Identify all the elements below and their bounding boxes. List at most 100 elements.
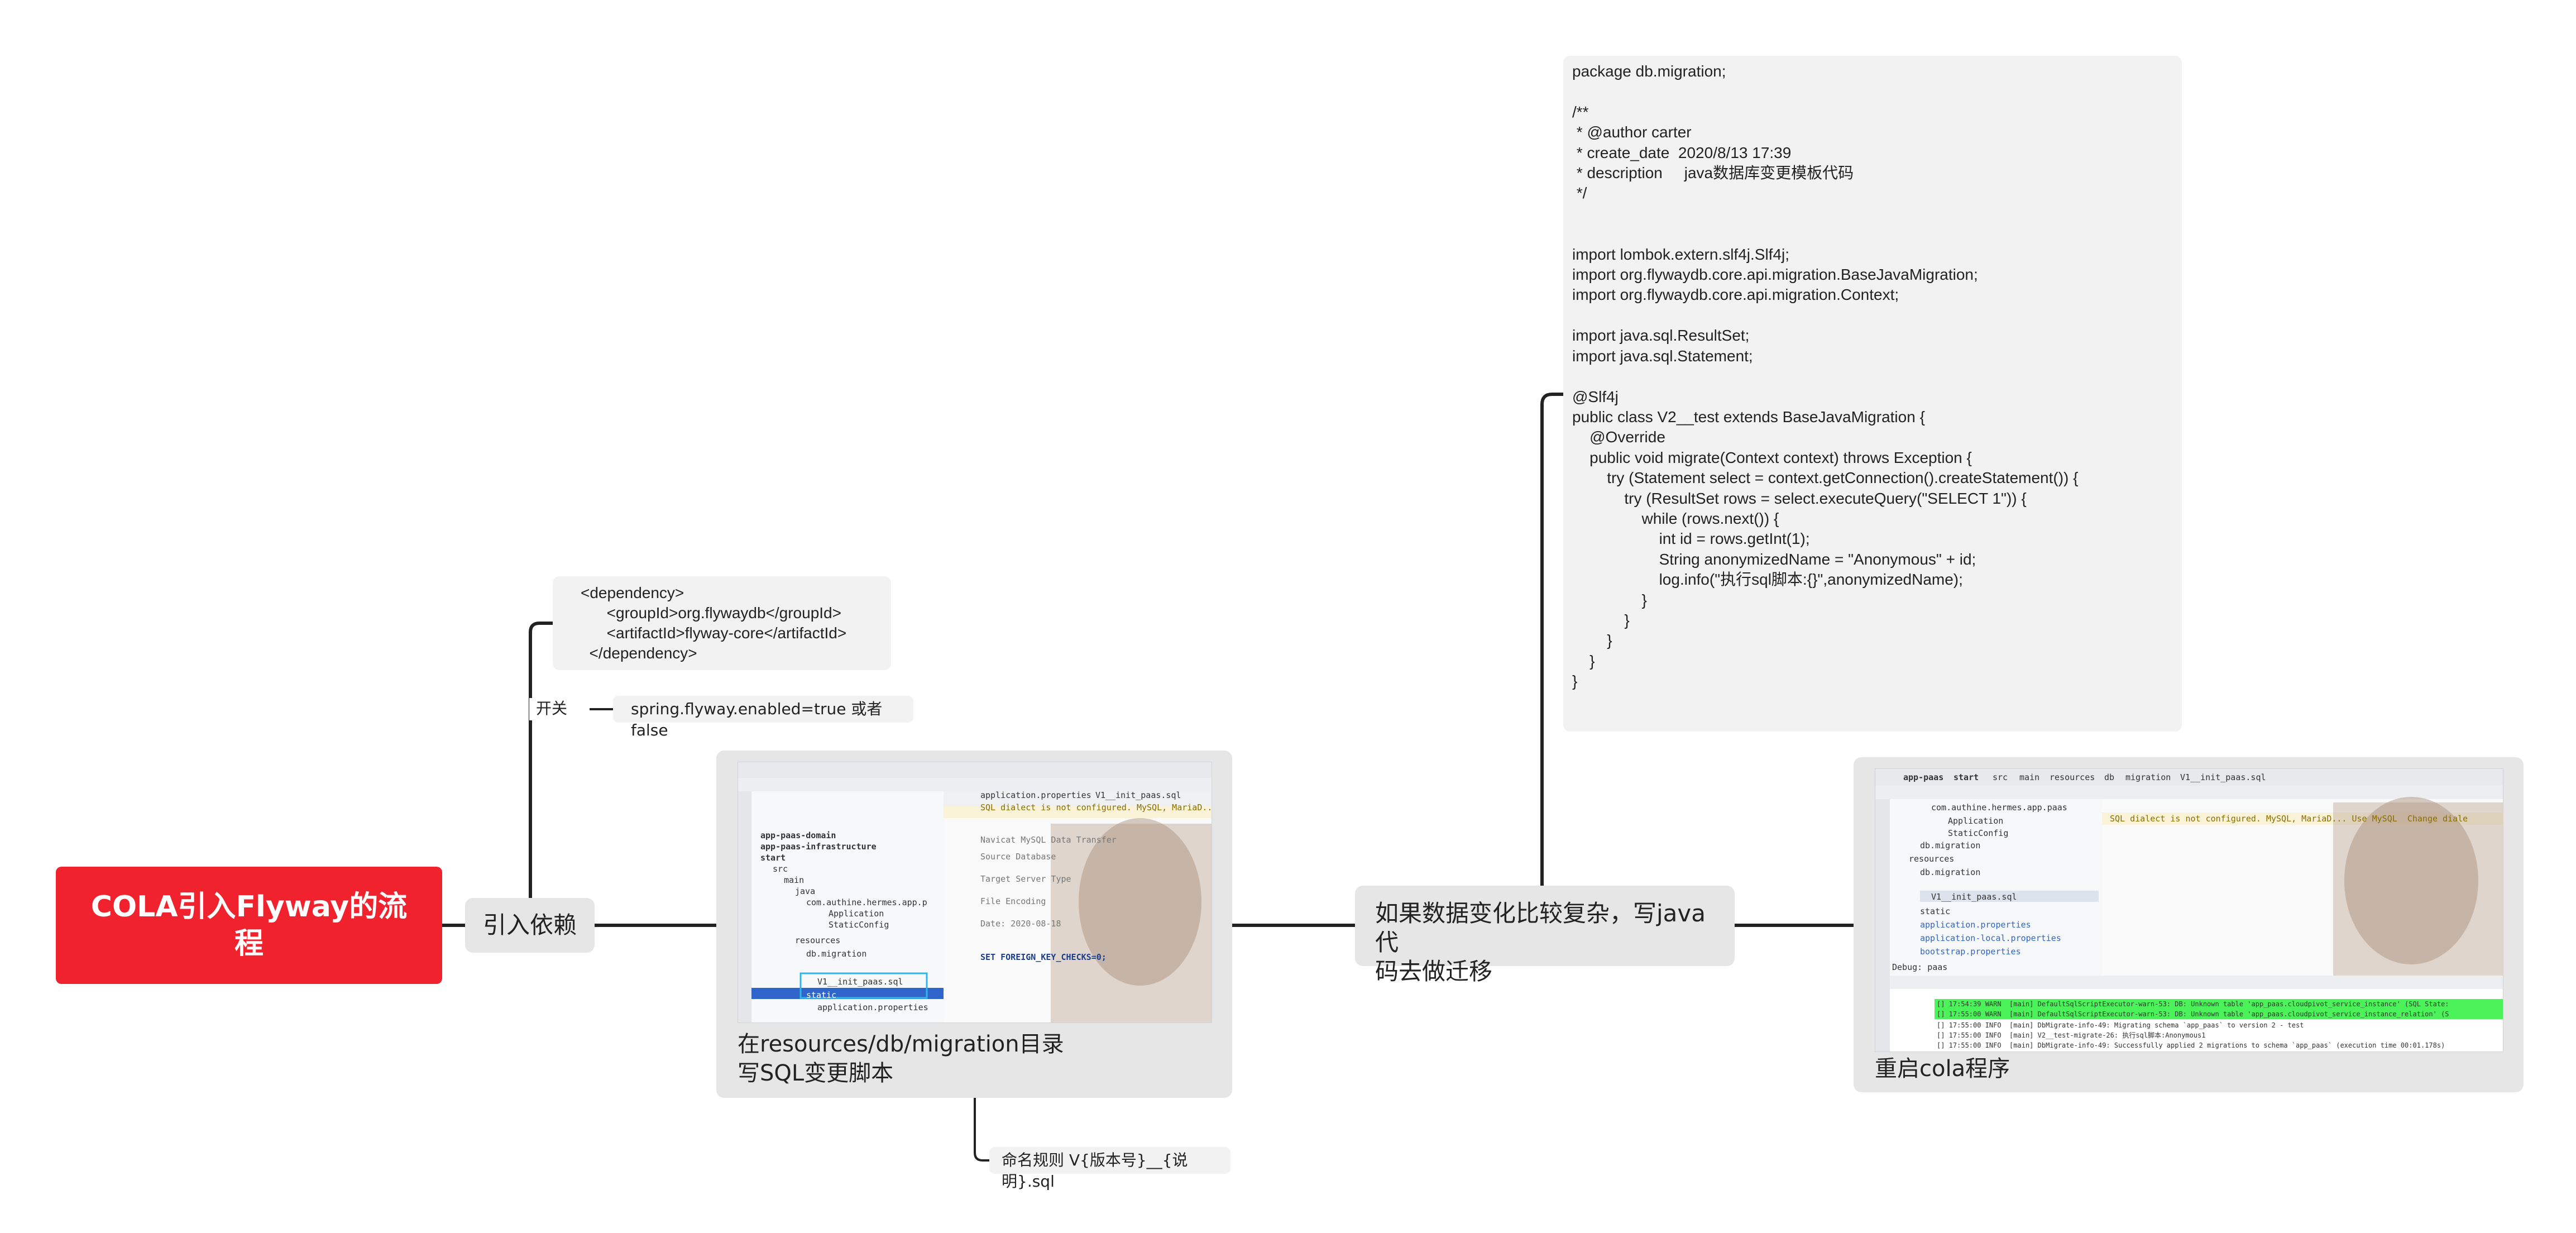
ide-breadcrumb[interactable]: start xyxy=(1953,772,1979,782)
ide-breadcrumb[interactable]: src xyxy=(1993,772,2008,782)
console-line: [] 17:55:00 WARN [main] DefaultSqlScript… xyxy=(1937,1010,2449,1018)
tree-item[interactable]: main xyxy=(784,875,805,885)
ide-breadcrumb[interactable]: main xyxy=(2019,772,2040,782)
code-line: log.info("执行sql脚本:{}",anonymizedName); xyxy=(1572,571,1963,589)
naming-rule-note[interactable]: 命名规则 V{版本号}__{说明}.sql xyxy=(989,1147,1230,1191)
ide-screenshot-sql: SQL dialect is not configured. MySQL, Ma… xyxy=(738,762,1212,1023)
flyway-enabled-text: spring.flyway.enabled=true 或者false xyxy=(631,700,883,739)
tree-item[interactable]: application.properties xyxy=(1920,920,2031,930)
dependency-xml-note[interactable]: <dependency> <groupId>org.flywaydb</grou… xyxy=(553,576,891,670)
ide-mockup xyxy=(738,762,1212,1022)
code-line: package db.migration; xyxy=(1572,63,1726,80)
sql-step-caption-line2: 写SQL变更脚本 xyxy=(738,1060,894,1086)
java-step-label-line1: 如果数据变化比较复杂，写java代 xyxy=(1375,900,1706,956)
ide-tab[interactable]: application.properties xyxy=(980,790,1091,800)
tree-item[interactable]: com.authine.hermes.app.paas xyxy=(1931,802,2067,813)
ide-mockup xyxy=(1875,769,2503,1052)
topic-sql-migration[interactable]: SQL dialect is not configured. MySQL, Ma… xyxy=(716,751,1232,1098)
ide-tab[interactable]: V1__init_paas.sql xyxy=(1095,790,1181,800)
code-line: try (Statement select = context.getConne… xyxy=(1572,469,2079,487)
xml-line: <dependency> xyxy=(581,584,684,601)
code-line: } xyxy=(1572,652,1595,670)
tree-item[interactable]: static xyxy=(806,990,837,1000)
java-code-note[interactable]: package db.migration; /** * @author cart… xyxy=(1563,56,2182,732)
code-line: import org.flywaydb.core.api.migration.C… xyxy=(1572,286,1899,304)
code-line: int id = rows.getInt(1); xyxy=(1572,530,1810,548)
tree-item[interactable]: Application xyxy=(829,909,884,919)
sql-step-caption-line1: 在resources/db/migration目录 xyxy=(738,1031,1064,1057)
code-line: String anonymizedName = "Anonymous" + id… xyxy=(1572,550,1976,568)
ide-breadcrumb[interactable]: app-paas xyxy=(1903,772,1944,782)
tree-item[interactable]: java xyxy=(795,886,816,896)
tree-item[interactable]: resources xyxy=(1909,854,1955,864)
xml-line: <groupId>org.flywaydb</groupId> xyxy=(581,604,841,622)
sql-dialect-warning: SQL dialect is not configured. MySQL, Ma… xyxy=(980,802,1212,813)
restart-step-caption: 重启cola程序 xyxy=(1875,1056,2010,1082)
ide-breadcrumb[interactable]: db xyxy=(2104,772,2115,782)
tree-item[interactable]: start xyxy=(760,853,786,863)
debug-label[interactable]: Debug: paas xyxy=(1892,962,1948,972)
code-line: } xyxy=(1572,672,1578,690)
code-line: public class V2__test extends BaseJavaMi… xyxy=(1572,408,1925,426)
ide-breadcrumb[interactable]: resources xyxy=(2050,772,2095,782)
editor-line: Navicat MySQL Data Transfer xyxy=(980,835,1117,845)
code-line: import java.sql.Statement; xyxy=(1572,347,1753,365)
code-line: * @author carter xyxy=(1572,123,1692,141)
code-line xyxy=(1572,224,2182,244)
tree-item[interactable]: src xyxy=(773,864,788,874)
topic-restart-cola[interactable]: app-paas start src main resources db mig… xyxy=(1854,757,2524,1092)
tree-item[interactable]: db.migration xyxy=(1920,867,1981,877)
tree-item[interactable]: app-paas-infrastructure xyxy=(760,842,877,852)
code-line: /** xyxy=(1572,103,1589,121)
console-line: [] 17:54:39 WARN [main] DefaultSqlScript… xyxy=(1937,1000,2449,1008)
editor-line: File Encoding xyxy=(980,896,1046,906)
tree-item[interactable]: bootstrap.properties xyxy=(1920,947,2021,957)
tree-item[interactable]: db.migration xyxy=(1920,840,1981,850)
code-line: * description java数据库变更模板代码 xyxy=(1572,164,1854,182)
topic-java-migration[interactable]: 如果数据变化比较复杂，写java代 码去做迁移 xyxy=(1355,886,1735,985)
editor-line: Target Server Type xyxy=(980,874,1071,884)
tree-item[interactable]: Application xyxy=(1948,816,2004,826)
code-line: @Slf4j xyxy=(1572,388,1619,405)
xml-line: </dependency> xyxy=(581,644,697,662)
ide-screenshot-restart: app-paas start src main resources db mig… xyxy=(1875,768,2503,1052)
naming-rule-text: 命名规则 V{版本号}__{说明}.sql xyxy=(1002,1151,1188,1191)
code-line: public void migrate(Context context) thr… xyxy=(1572,448,1972,466)
code-line: import java.sql.ResultSet; xyxy=(1572,327,1750,345)
tree-item[interactable]: V1__init_paas.sql xyxy=(817,977,903,987)
code-line xyxy=(1572,305,2182,326)
java-step-label-line2: 码去做迁移 xyxy=(1375,958,1493,985)
tree-item[interactable]: app-paas-domain xyxy=(760,830,836,840)
editor-line: Source Database xyxy=(980,852,1056,862)
code-line xyxy=(1572,204,2182,224)
topic-import-dependency[interactable]: 引入依赖 xyxy=(465,898,595,953)
editor-line: Date: 2020-08-18 xyxy=(980,919,1061,929)
code-line: import org.flywaydb.core.api.migration.B… xyxy=(1572,266,1978,284)
xml-line: <artifactId>flyway-core</artifactId> xyxy=(581,624,847,642)
tree-item[interactable]: static xyxy=(1920,906,1951,916)
tree-item[interactable]: application-local.properties xyxy=(1920,933,2061,943)
tree-item[interactable]: application.properties xyxy=(817,1002,928,1012)
topic-import-dependency-label: 引入依赖 xyxy=(482,911,577,939)
tree-item[interactable]: StaticConfig xyxy=(1948,828,2009,838)
ide-breadcrumb[interactable]: V1__init_paas.sql xyxy=(2180,772,2266,782)
console-line: [] 17:55:00 INFO [main] V2__test-migrate… xyxy=(1937,1031,2206,1039)
root-topic[interactable]: COLA引入Flyway的流程 xyxy=(56,867,442,984)
tree-item[interactable]: com.authine.hermes.app.p xyxy=(806,897,927,907)
flyway-enabled-note[interactable]: spring.flyway.enabled=true 或者false xyxy=(613,696,913,739)
console-line: [] 17:55:00 INFO [main] DbMigrate-info-4… xyxy=(1937,1021,2304,1029)
root-title: COLA引入Flyway的流程 xyxy=(90,890,408,960)
tree-item[interactable]: resources xyxy=(795,935,841,945)
tree-item[interactable]: StaticConfig xyxy=(829,920,889,930)
code-line: } xyxy=(1572,611,1630,629)
tree-item[interactable]: db.migration xyxy=(806,949,867,959)
switch-topic[interactable]: 开关 xyxy=(529,698,590,720)
code-line: while (rows.next()) { xyxy=(1572,509,1779,527)
code-line: } xyxy=(1572,591,1647,609)
tree-item[interactable]: V1__init_paas.sql xyxy=(1931,892,2017,902)
sql-dialect-warning: SQL dialect is not configured. MySQL, Ma… xyxy=(2110,814,2468,824)
switch-label: 开关 xyxy=(536,699,568,718)
ide-breadcrumb[interactable]: migration xyxy=(2125,772,2171,782)
code-line: } xyxy=(1572,632,1612,649)
